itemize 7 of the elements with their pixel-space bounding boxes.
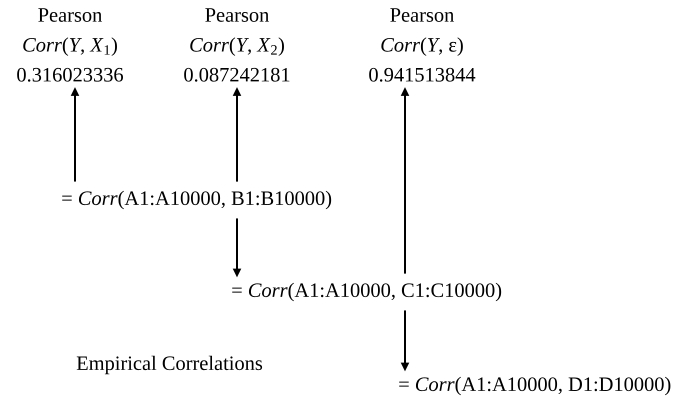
caption-text: Empirical Correlations <box>76 356 262 374</box>
formula-text: = Corr(A1:A10000, D1:D10000) <box>399 376 670 396</box>
correlation-header: Pearson Corr(Y, X$_{1}$) 0.316023336 <box>17 8 123 82</box>
formula-text: = Corr(A1:A10000, C1:C10000) <box>232 282 502 302</box>
formula-text: = Corr(A1:A10000, B1:B10000) <box>62 190 332 210</box>
correlation-header: Pearson Corr(Y, X$_{2}$) 0.087242181 <box>184 8 290 82</box>
correlation-header: Pearson Corr(Y, ε) 0.941513844 <box>369 8 476 82</box>
